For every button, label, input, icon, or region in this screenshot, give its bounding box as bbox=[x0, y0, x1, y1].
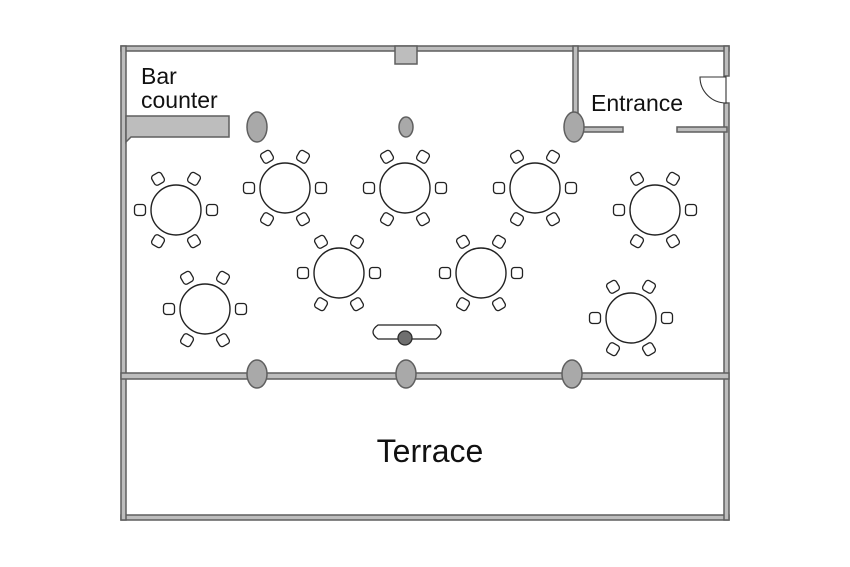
bar-counter-label-line1: Bar bbox=[141, 63, 177, 89]
chair bbox=[379, 212, 395, 227]
pillar bbox=[398, 116, 414, 138]
round-table-set bbox=[242, 149, 328, 227]
chair bbox=[641, 342, 657, 357]
pillars bbox=[246, 111, 585, 389]
round-table-set bbox=[296, 234, 382, 312]
chair bbox=[362, 181, 376, 195]
pillar bbox=[246, 111, 268, 143]
chair bbox=[665, 171, 681, 186]
bar-counter-label-line2: counter bbox=[141, 87, 218, 113]
wall-top bbox=[120, 45, 730, 52]
chair bbox=[564, 181, 578, 195]
chair bbox=[455, 297, 471, 312]
round-table-set bbox=[612, 171, 698, 249]
chair bbox=[368, 266, 382, 280]
bar-counter bbox=[125, 115, 230, 144]
chair bbox=[510, 266, 524, 280]
chair bbox=[438, 266, 452, 280]
round-table-set bbox=[362, 149, 448, 227]
terrace-label: Terrace bbox=[377, 433, 484, 469]
round-table-set bbox=[162, 270, 248, 348]
chair bbox=[641, 279, 657, 294]
chair bbox=[684, 203, 698, 217]
chair bbox=[314, 181, 328, 195]
wall-top-notch bbox=[394, 45, 418, 65]
round-table bbox=[455, 247, 507, 299]
chair bbox=[492, 181, 506, 195]
pillar bbox=[395, 359, 417, 389]
round-table bbox=[605, 292, 657, 344]
chair bbox=[259, 212, 275, 227]
round-table-set bbox=[133, 171, 219, 249]
chair bbox=[491, 234, 507, 249]
chair bbox=[133, 203, 147, 217]
chair bbox=[605, 342, 621, 357]
round-table-set bbox=[588, 279, 674, 357]
chair bbox=[349, 234, 365, 249]
walls bbox=[120, 45, 730, 521]
chair bbox=[179, 333, 195, 348]
chair bbox=[379, 149, 395, 164]
wall-entrance-bottom-right bbox=[676, 126, 728, 133]
chair bbox=[162, 302, 176, 316]
round-tables bbox=[133, 149, 698, 357]
chair bbox=[150, 234, 166, 249]
chair bbox=[234, 302, 248, 316]
chair bbox=[665, 234, 681, 249]
chair bbox=[509, 212, 525, 227]
chair bbox=[179, 270, 195, 285]
chair bbox=[545, 149, 561, 164]
round-table bbox=[379, 162, 431, 214]
chair bbox=[295, 212, 311, 227]
round-table bbox=[509, 162, 561, 214]
chair bbox=[605, 279, 621, 294]
chair bbox=[415, 212, 431, 227]
pillar bbox=[561, 359, 583, 389]
round-table bbox=[179, 283, 231, 335]
chair bbox=[629, 234, 645, 249]
wall-left bbox=[120, 45, 127, 521]
round-table bbox=[313, 247, 365, 299]
pillar bbox=[246, 359, 268, 389]
chair bbox=[491, 297, 507, 312]
chair bbox=[509, 149, 525, 164]
chair bbox=[186, 234, 202, 249]
entrance-door-icon bbox=[699, 76, 727, 104]
chair bbox=[455, 234, 471, 249]
microphone-icon bbox=[397, 330, 413, 346]
chair bbox=[215, 270, 231, 285]
chair bbox=[545, 212, 561, 227]
round-table bbox=[259, 162, 311, 214]
chair bbox=[242, 181, 256, 195]
chair bbox=[313, 297, 329, 312]
chair bbox=[349, 297, 365, 312]
chair bbox=[259, 149, 275, 164]
chair bbox=[588, 311, 602, 325]
chair bbox=[629, 171, 645, 186]
wall-right-lower bbox=[723, 102, 730, 521]
round-table bbox=[629, 184, 681, 236]
chair bbox=[313, 234, 329, 249]
chair bbox=[205, 203, 219, 217]
pillar bbox=[563, 111, 585, 143]
chair bbox=[186, 171, 202, 186]
round-table-set bbox=[492, 149, 578, 227]
wall-right-upper bbox=[723, 45, 730, 77]
round-table bbox=[150, 184, 202, 236]
wall-bottom bbox=[120, 514, 730, 521]
chair bbox=[612, 203, 626, 217]
chair bbox=[296, 266, 310, 280]
round-table-set bbox=[438, 234, 524, 312]
podium bbox=[372, 324, 442, 346]
chair bbox=[215, 333, 231, 348]
entrance-label: Entrance bbox=[591, 90, 683, 116]
chair bbox=[415, 149, 431, 164]
chair bbox=[150, 171, 166, 186]
chair bbox=[434, 181, 448, 195]
wall-terrace-divider bbox=[120, 372, 730, 380]
chair bbox=[660, 311, 674, 325]
chair bbox=[295, 149, 311, 164]
